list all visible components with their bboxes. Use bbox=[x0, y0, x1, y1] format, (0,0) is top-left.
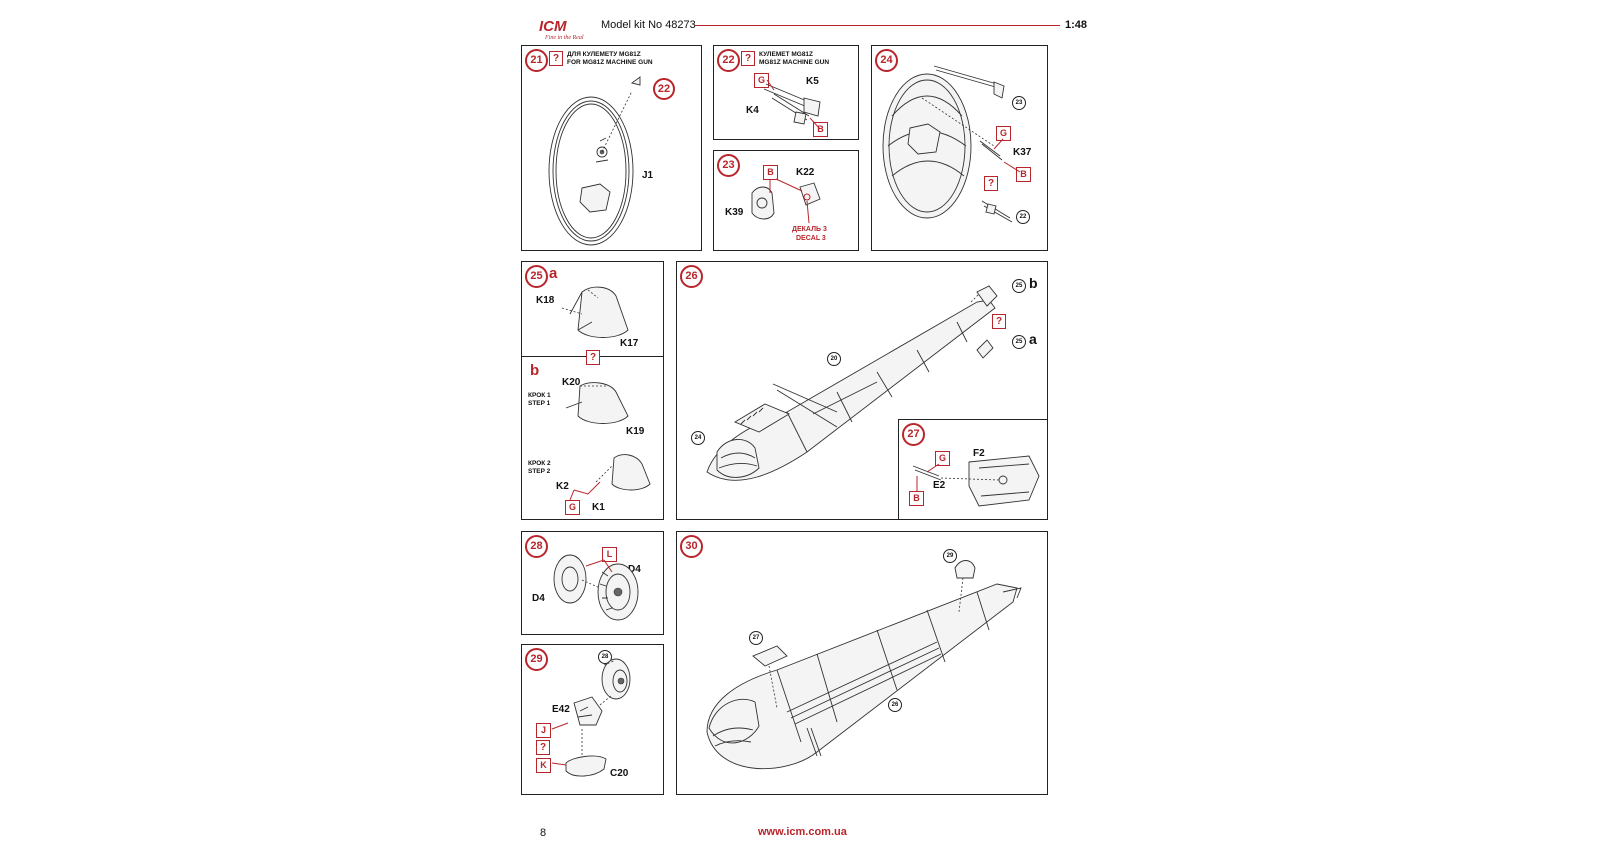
step-25-panel: 25 a K18 K17 ? b K20 КРОК 1 STEP 1 K19 К… bbox=[521, 261, 664, 520]
color-G-box: G bbox=[996, 126, 1011, 141]
step-30-panel: 30 29 27 26 bbox=[676, 531, 1048, 795]
mg81z-gun-drawing bbox=[763, 79, 821, 130]
logo-brand: ICM bbox=[539, 18, 567, 35]
unknown-color-box: ? bbox=[741, 51, 755, 66]
sub-step-a-label: a bbox=[1029, 331, 1037, 347]
unknown-color-box: ? bbox=[992, 314, 1006, 329]
part-K19: K19 bbox=[626, 426, 645, 437]
step-number: 29 bbox=[525, 648, 548, 671]
model-kit-title: Model kit No 48273 bbox=[601, 19, 696, 31]
part-K22: K22 bbox=[796, 167, 815, 178]
decal-note-en: DECAL 3 bbox=[796, 235, 826, 242]
step-27-reference: 27 bbox=[749, 631, 763, 645]
part-K37: K37 bbox=[1013, 147, 1032, 158]
part-F2: F2 bbox=[973, 448, 985, 459]
step-number: 23 bbox=[717, 154, 740, 177]
dome-assembly-drawing bbox=[882, 65, 1021, 223]
step-29-panel: 29 28 E42 J ? K C20 bbox=[521, 644, 664, 795]
color-J-box: J bbox=[536, 723, 551, 738]
step-number: 28 bbox=[525, 535, 548, 558]
step-number: 25 bbox=[525, 265, 548, 288]
part-K20: K20 bbox=[562, 377, 581, 388]
color-K-box: K bbox=[536, 758, 551, 773]
step2-ua: КРОК 2 bbox=[528, 460, 551, 467]
part-E42: E42 bbox=[552, 704, 570, 715]
sub-step-b-label: b bbox=[1029, 275, 1038, 291]
icm-logo: ICM Fine in the Real bbox=[535, 16, 595, 46]
gun-mount-drawing bbox=[912, 455, 1040, 507]
part-D4-left: D4 bbox=[532, 593, 545, 604]
step-22-reference: 22 bbox=[653, 78, 675, 100]
note-en: MG81Z MACHINE GUN bbox=[759, 59, 830, 66]
step1-en: STEP 1 bbox=[528, 400, 551, 407]
unknown-color-box: ? bbox=[586, 350, 600, 365]
part-E2: E2 bbox=[933, 480, 946, 491]
note-ua: КУЛЕМЕТ MG81Z bbox=[759, 51, 814, 58]
note-en: FOR MG81Z MACHINE GUN bbox=[567, 59, 653, 66]
step-23-reference: 23 bbox=[1012, 96, 1026, 110]
step-number: 27 bbox=[902, 423, 925, 446]
part-D4-right: D4 bbox=[628, 564, 641, 575]
part-K2: K2 bbox=[556, 481, 569, 492]
step-28-panel: 28 L D4 D4 bbox=[521, 531, 664, 635]
step-22-reference: 22 bbox=[1016, 210, 1030, 224]
part-K5: K5 bbox=[806, 76, 819, 87]
fuselage-drawing bbox=[706, 285, 998, 481]
sub-step-b: b bbox=[530, 362, 540, 379]
page-number: 8 bbox=[540, 827, 547, 839]
decal-note-ua: ДЕКАЛЬ 3 bbox=[792, 226, 827, 233]
step-number: 24 bbox=[875, 49, 898, 72]
part-J1: J1 bbox=[642, 170, 654, 181]
unknown-color-box: ? bbox=[984, 176, 998, 191]
gear-leg-drawing bbox=[551, 658, 631, 777]
website-url[interactable]: www.icm.com.ua bbox=[758, 826, 847, 838]
sub-step-a: a bbox=[549, 265, 558, 282]
step-24-reference: 24 bbox=[691, 431, 705, 445]
part-K1: K1 bbox=[592, 502, 605, 513]
color-G-box: G bbox=[565, 500, 580, 515]
header-rule bbox=[695, 25, 1060, 26]
color-G-box: G bbox=[935, 451, 950, 466]
part-K39: K39 bbox=[725, 207, 744, 218]
unknown-color-box: ? bbox=[549, 51, 563, 66]
step-25-reference-b: 25 bbox=[1012, 279, 1026, 293]
step-number: 21 bbox=[525, 49, 548, 72]
step-24-panel: 24 23 G K37 B ? 21 22 bbox=[871, 45, 1048, 251]
step-28-reference: 28 bbox=[598, 650, 612, 664]
step-number: 26 bbox=[680, 265, 703, 288]
step-25-reference-a: 25 bbox=[1012, 335, 1026, 349]
tail-cone-drawing bbox=[561, 286, 651, 501]
dome-frame-drawing bbox=[548, 76, 641, 246]
step-number: 22 bbox=[717, 49, 740, 72]
step-20-reference: 20 bbox=[827, 352, 841, 366]
step-21-panel: 21 ? ДЛЯ КУЛЕМЕТУ MG81Z FOR MG81Z MACHIN… bbox=[521, 45, 702, 251]
color-G-box: G bbox=[754, 73, 769, 88]
step1-ua: КРОК 1 bbox=[528, 392, 551, 399]
step-26-panel: 26 25 b ? 25 a 20 24 bbox=[676, 261, 1048, 520]
scale-label: 1:48 bbox=[1065, 19, 1088, 31]
step2-en: STEP 2 bbox=[528, 468, 551, 475]
step-27-panel: 27 G F2 E2 B bbox=[898, 419, 1048, 520]
step-number: 30 bbox=[680, 535, 703, 558]
wheel-drawing bbox=[553, 554, 639, 621]
step-22-panel: 22 ? КУЛЕМЕТ MG81Z MG81Z MACHINE GUN G B… bbox=[713, 45, 859, 140]
note-ua: ДЛЯ КУЛЕМЕТУ MG81Z bbox=[567, 51, 641, 58]
unknown-color-box: ? bbox=[536, 740, 550, 755]
step-23-panel: 23 B K22 K39 ДЕКАЛЬ 3 DECAL 3 bbox=[713, 150, 859, 251]
step-29-reference: 29 bbox=[943, 549, 957, 563]
color-L-box: L bbox=[602, 547, 617, 562]
part-K4: K4 bbox=[746, 105, 759, 116]
part-K17: K17 bbox=[620, 338, 639, 349]
part-K18: K18 bbox=[536, 295, 555, 306]
color-B-box: B bbox=[1016, 167, 1031, 182]
part-C20: C20 bbox=[610, 768, 629, 779]
step-26-reference: 26 bbox=[888, 698, 902, 712]
gunsight-drawing bbox=[751, 178, 821, 224]
logo-tagline: Fine in the Real bbox=[545, 35, 584, 41]
fuselage-gear-drawing bbox=[706, 560, 1022, 770]
